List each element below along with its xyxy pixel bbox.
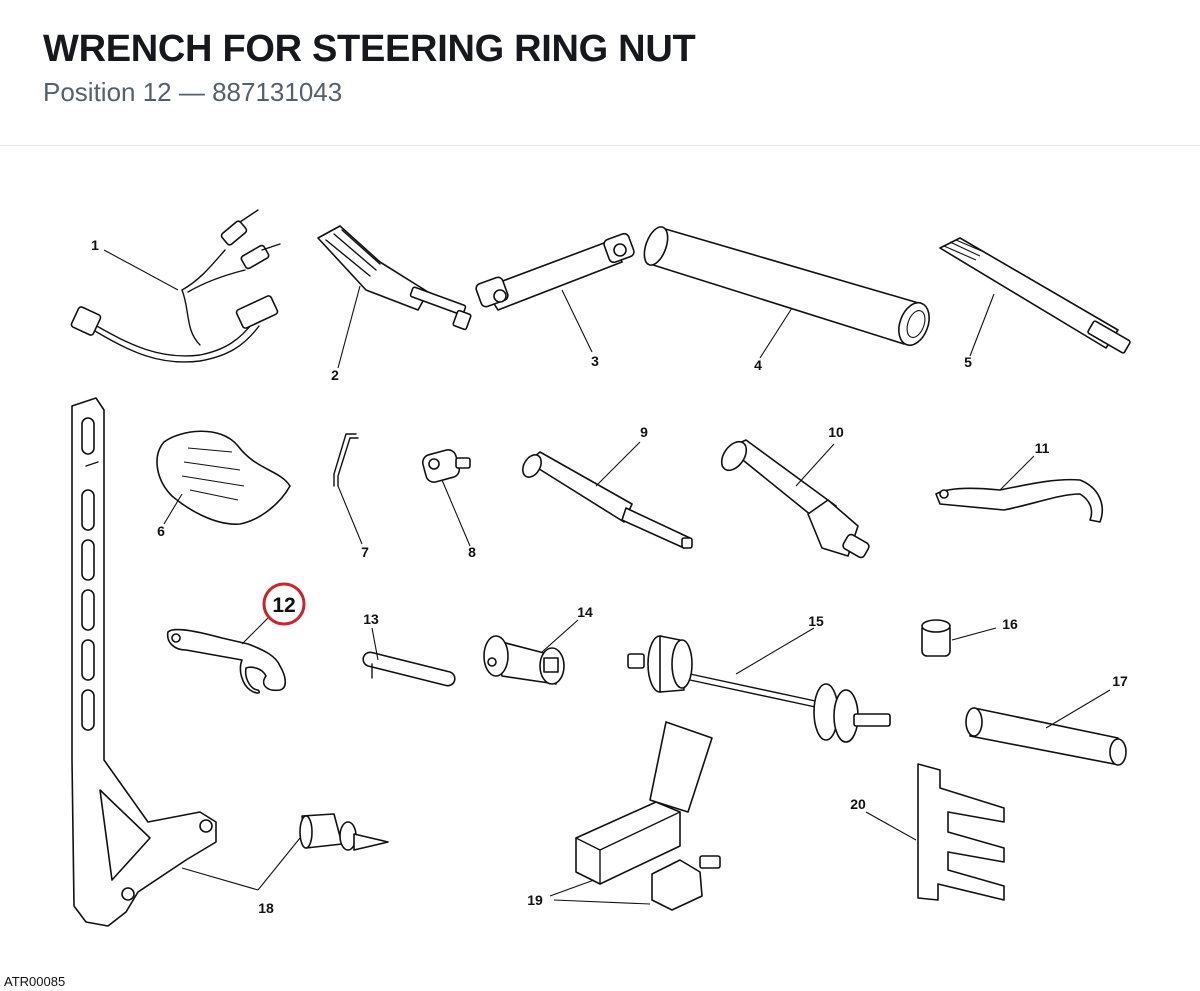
callout-4: 4 — [754, 357, 762, 373]
callout-19: 19 — [527, 892, 543, 908]
callout-18-20: 20 — [850, 796, 866, 812]
part-14-socket-drawing — [483, 635, 565, 685]
leader-lines — [103, 249, 1111, 905]
part-19-box-drawing — [575, 721, 721, 911]
callout-2: 2 — [331, 367, 339, 383]
part-2-handle-drawing — [317, 225, 472, 331]
highlight-ring — [262, 582, 306, 626]
part-16-ring-drawing — [921, 619, 951, 657]
callout-16: 16 — [1002, 616, 1018, 632]
callout-6: 6 — [157, 523, 165, 539]
part-10-tool-drawing — [720, 439, 870, 559]
callout-13: 13 — [363, 611, 379, 627]
part-3-bar-drawing — [475, 232, 635, 311]
callout-14: 14 — [577, 604, 593, 620]
callout-1: 1 — [91, 237, 99, 253]
callout-11: 11 — [1035, 440, 1050, 456]
part-18-bracket-drawing — [71, 397, 389, 927]
part-5-shaft-drawing — [939, 237, 1131, 354]
callout-9: 9 — [640, 424, 648, 440]
callout-17: 17 — [1112, 673, 1128, 689]
page-header: WRENCH FOR STEERING RING NUT Position 12… — [0, 0, 1200, 145]
image-code: ATR00085 — [4, 974, 65, 989]
part-13-pin-drawing — [362, 651, 456, 687]
callout-12-highlighted: 12 — [272, 594, 295, 617]
part-7-wire-drawing — [333, 433, 359, 487]
part-15-puller-drawing — [627, 635, 891, 743]
callout-7: 7 — [361, 544, 369, 560]
part-17-pin-drawing — [965, 707, 1127, 766]
part-8-fitting-drawing — [421, 449, 471, 483]
callout-labels: 1 2 3 4 5 6 7 8 9 10 11 12 13 14 15 16 1… — [91, 237, 1128, 916]
page-subtitle: Position 12 — 887131043 — [43, 77, 343, 107]
part-6-pad-drawing — [156, 430, 291, 525]
part-1-cable-drawing — [70, 209, 281, 363]
header-divider — [0, 145, 1200, 146]
page-title: WRENCH FOR STEERING RING NUT — [43, 28, 696, 70]
callout-3: 3 — [591, 353, 599, 369]
part-12-wrench-drawing — [166, 628, 287, 694]
part-11-spanner-drawing — [935, 478, 1104, 523]
callout-5: 5 — [964, 354, 972, 370]
part-4-cylinder-drawing — [643, 226, 930, 347]
callout-8: 8 — [468, 544, 476, 560]
callout-15: 15 — [808, 613, 824, 629]
part-9-tool-drawing — [522, 451, 693, 549]
callout-10: 10 — [828, 424, 844, 440]
part-20-plate-drawing — [917, 763, 1005, 901]
callout-18: 18 — [258, 900, 274, 916]
